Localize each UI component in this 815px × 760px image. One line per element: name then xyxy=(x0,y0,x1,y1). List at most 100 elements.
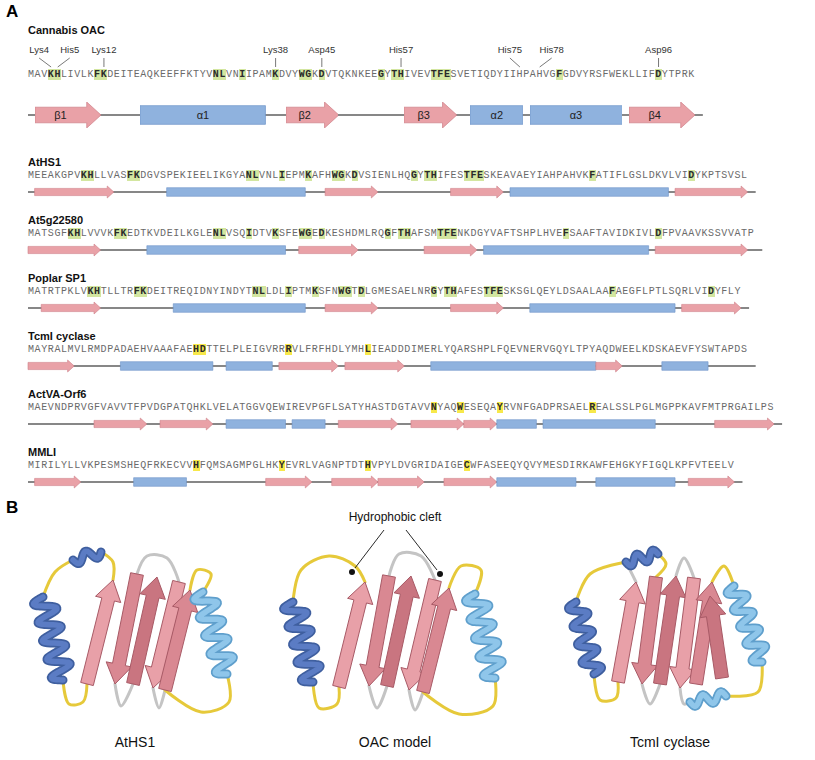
residue-run: ATIFLGSLDKVLVI xyxy=(596,170,688,181)
coil-loop xyxy=(409,690,423,710)
conserved-residues: I xyxy=(239,69,246,80)
residue-run: EPM xyxy=(285,170,305,181)
helix-ribbon xyxy=(626,550,658,566)
helix-ribbon xyxy=(194,592,234,674)
conserved-residues: WG xyxy=(299,228,312,239)
residue-run: GDVYRSFWEKLLIF xyxy=(563,69,655,80)
conserved-residues: TFE xyxy=(431,69,451,80)
coil-loop xyxy=(576,562,626,602)
conserved-residues: R xyxy=(589,402,596,413)
sequence: MAYRALMVLRMDPADAEHVAAAFAEHDTTELPLEIGVRRR… xyxy=(28,344,748,356)
residue-tick xyxy=(658,58,659,67)
residue-run: DTV xyxy=(252,228,272,239)
strand-shape xyxy=(451,302,504,314)
helix-ribbon xyxy=(727,586,766,662)
coil-loop xyxy=(165,674,230,712)
helix-box xyxy=(431,362,596,371)
conserved-residues: KH xyxy=(48,69,61,80)
residue-run: NKDGYVAFTSHPLHVE xyxy=(457,228,563,239)
helix-ribbon xyxy=(73,551,101,563)
residue-run: MIRILYLLVKPESMSHEQFRKECVV xyxy=(28,460,193,471)
strand-shape xyxy=(299,244,358,256)
helix-shape xyxy=(292,420,325,429)
coil-loop xyxy=(389,552,435,580)
strand-shape xyxy=(338,418,397,430)
helix-ribbon xyxy=(34,597,71,680)
residue-label: Lys12 xyxy=(91,44,116,55)
residue-run: WFASEEQYQVYMESDIRKAWFEHGKYFIGQLKPFVTEELV xyxy=(470,460,734,471)
residue-tick xyxy=(401,58,402,67)
strand-arrow xyxy=(345,360,404,372)
strand-arrow xyxy=(596,360,622,372)
strand-arrow xyxy=(338,418,397,430)
coil-loop xyxy=(153,688,165,708)
residue-run: E xyxy=(312,228,319,239)
conserved-residues: FK xyxy=(127,170,140,181)
helix-box xyxy=(226,362,272,371)
strand-arrow xyxy=(451,302,504,314)
beta-strand xyxy=(417,588,457,694)
residue-run: PTM xyxy=(292,286,312,297)
residue-run: VNL xyxy=(259,170,279,181)
residue-run: YTPRK xyxy=(662,69,695,80)
strand-arrow xyxy=(35,186,114,198)
strand-shape xyxy=(682,302,741,314)
conserved-residues: K xyxy=(272,228,279,239)
residue-tick xyxy=(58,58,70,67)
conserved-residues: TH xyxy=(444,286,457,297)
strand-shape xyxy=(325,302,378,314)
protein-name: TcmI cyclase xyxy=(28,330,96,343)
conserved-residues: K xyxy=(312,286,319,297)
conserved-residues: NL xyxy=(252,286,265,297)
conserved-residues: G xyxy=(431,286,438,297)
beta-strand xyxy=(700,596,728,679)
residue-label: His57 xyxy=(389,44,413,55)
panel-letter: B xyxy=(6,498,18,518)
structure-label: α3 xyxy=(530,102,622,128)
residue-run: ESEQA xyxy=(464,402,497,413)
residue-run: VSQ xyxy=(226,228,246,239)
structure-label: β3 xyxy=(404,102,457,128)
helix-shape xyxy=(497,420,537,429)
helix-box xyxy=(167,188,306,197)
helix-ribbon xyxy=(73,551,101,563)
structure-caption: TcmI cyclase xyxy=(630,734,710,751)
helix-shape xyxy=(497,478,576,487)
conserved-residues: W xyxy=(457,402,464,413)
conserved-residues: D xyxy=(655,69,662,80)
helix-box xyxy=(543,420,655,429)
leader-line xyxy=(406,530,437,570)
residue-run: MAYRALMVLRMDPADAEHVAAAFAE xyxy=(28,344,193,355)
helix-box xyxy=(662,362,708,371)
node-outline xyxy=(286,102,339,128)
helix-ribbon xyxy=(690,692,726,706)
helix-shape xyxy=(510,188,668,197)
conserved-residues: F xyxy=(563,228,570,239)
residue-run: FQMSAGMPGLHK xyxy=(200,460,279,471)
residue-tick xyxy=(103,58,104,67)
conserved-residues: WG xyxy=(332,170,345,181)
helix-shape xyxy=(120,362,212,371)
coil-loop xyxy=(449,565,482,594)
strand-shape xyxy=(444,476,497,488)
residue-tick xyxy=(510,58,520,67)
conserved-residues: WG xyxy=(299,69,312,80)
conserved-residues: TH xyxy=(424,170,437,181)
strand-shape xyxy=(94,418,147,430)
node-outline xyxy=(629,102,695,128)
residue-run: SKEAVAEYIAHPAHVK xyxy=(484,170,590,181)
residue-label: His78 xyxy=(540,44,564,55)
helix-box xyxy=(147,246,286,255)
residue-run: K xyxy=(312,69,319,80)
coil-loop xyxy=(369,686,387,708)
residue-label: Lys4 xyxy=(29,44,49,55)
strand-shape xyxy=(279,360,338,372)
residue-run: MAEVNDPRVGFVAVVTFPVDGPATQHKLVELATGGVQEWI… xyxy=(28,402,431,413)
residue-label: Lys38 xyxy=(263,44,288,55)
helix-shape xyxy=(147,246,286,255)
conserved-residues: G xyxy=(385,228,392,239)
strand-arrow xyxy=(325,302,378,314)
strand-arrow xyxy=(411,418,464,430)
residue-run: EDTKVDEILKGLE xyxy=(127,228,213,239)
strand-shape xyxy=(160,418,213,430)
